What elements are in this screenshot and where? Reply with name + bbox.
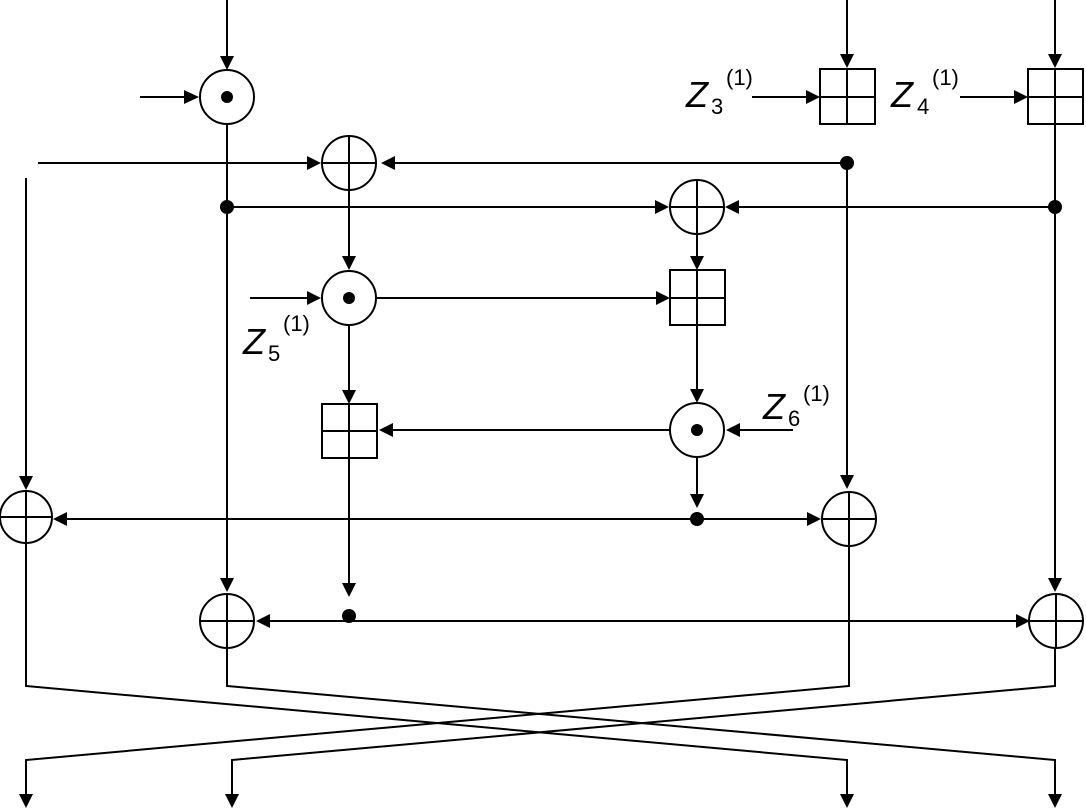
multiply-node-z6: [669, 325, 793, 458]
svg-text:(1): (1): [803, 381, 830, 406]
svg-text:Z: Z: [242, 321, 266, 362]
input-lines: [220, 0, 1062, 70]
add-node-ma-left: [321, 325, 670, 459]
add-node-ma-right: [376, 234, 726, 326]
svg-text:4: 4: [917, 94, 929, 119]
key-label-z3: Z 3 (1): [685, 65, 753, 119]
key-label-z5: Z 5 (1): [242, 311, 310, 366]
key-label-z6: Z 6 (1): [762, 381, 830, 431]
svg-text:Z: Z: [762, 386, 786, 427]
xor-output-row-1: [0, 163, 877, 547]
add-node-z3: [752, 68, 876, 125]
xor-output-row-2: [199, 124, 1084, 649]
output-crossover: [19, 543, 1062, 808]
svg-text:(1): (1): [283, 311, 310, 336]
svg-text:6: 6: [788, 406, 800, 431]
svg-text:5: 5: [268, 341, 280, 366]
multiply-node-z1: [140, 69, 255, 125]
svg-text:Z: Z: [685, 74, 709, 115]
svg-text:Z: Z: [890, 74, 914, 115]
xor-node-b: [220, 179, 1062, 235]
svg-text:3: 3: [711, 94, 723, 119]
key-label-z4: Z 4 (1): [890, 65, 959, 119]
add-node-z4: [960, 68, 1084, 125]
xor-node-a: [38, 135, 854, 191]
svg-text:(1): (1): [932, 65, 959, 90]
svg-text:(1): (1): [726, 65, 753, 90]
multiply-node-z5: [250, 190, 377, 326]
